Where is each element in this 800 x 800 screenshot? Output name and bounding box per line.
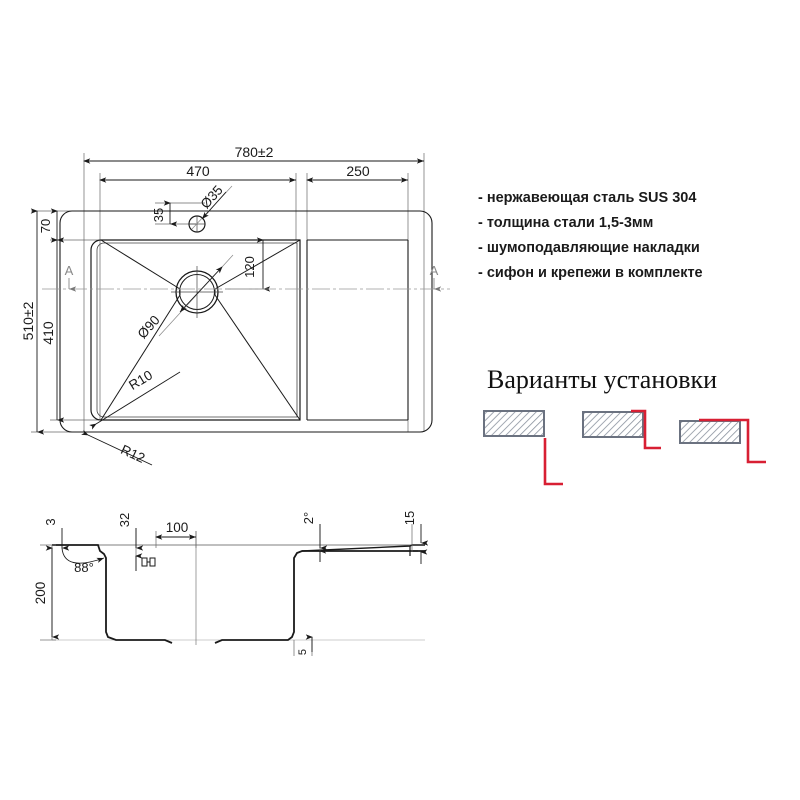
dimension-overall-width: 780±2 (83, 144, 424, 164)
label-overall-width: 780±2 (235, 144, 274, 160)
label-tap-offset: 35 (151, 208, 166, 222)
spec-item-material: - нержавеющая сталь SUS 304 (478, 190, 697, 206)
label-section-right: A (430, 263, 439, 278)
variant-undermount[interactable] (483, 410, 563, 486)
bowl-profile-left (52, 544, 173, 644)
variant-flush-mount[interactable] (582, 409, 661, 450)
dimension-tap-offset: 35 (151, 200, 178, 227)
label-top-margin: 70 (38, 219, 53, 233)
label-bowl-depth: 200 (33, 582, 48, 605)
dimension-drain-offset: 120 (242, 237, 271, 292)
bowl-opening-inner (96, 242, 298, 418)
label-edge-height: 15 (402, 511, 417, 525)
label-drain-offset: 120 (242, 256, 257, 278)
label-bowl-radius: R10 (126, 367, 155, 393)
section-view: 3 88° 200 32 (33, 511, 429, 656)
dimension-top-margin: 70 (38, 208, 65, 243)
label-tap-diameter: Ø35 (198, 182, 226, 211)
dimension-drainboard-width: 250 (306, 163, 408, 183)
section-witness-lines (40, 524, 413, 656)
variant-overmount-countertop (679, 420, 741, 444)
variant-overmount[interactable] (679, 418, 766, 464)
plan-view: 780±2 470 250 510±2 410 (20, 144, 450, 466)
installation-variants (483, 409, 766, 486)
spec-item-siphon: - сифон и крепежи в комплекте (478, 265, 703, 281)
spec-item-soundproofing: - шумоподавляющие накладки (478, 240, 700, 256)
sink-outer-plate (59, 210, 433, 433)
bowl-opening (90, 239, 301, 421)
dimension-wall-angle: 88° (61, 547, 105, 575)
label-tap-deck-width: 100 (166, 520, 189, 535)
dimension-edge-height: 15 (402, 511, 429, 564)
variants-title: Варианты установки (487, 365, 718, 394)
variant-undermount-countertop (483, 410, 545, 437)
variant-undermount-sink-line (543, 438, 563, 486)
label-drainboard-width: 250 (346, 163, 370, 179)
dimension-bowl-depth: 200 (33, 545, 60, 640)
label-outer-radius: R12 (119, 442, 148, 466)
spec-item-thickness: - толщина стали 1,5-3мм (478, 215, 654, 231)
bowl-slope-lines (100, 239, 301, 421)
dimension-bowl-height: 410 (40, 237, 65, 423)
label-drainboard-angle: 2° (301, 512, 316, 524)
section-mark-left: A (65, 263, 77, 292)
dimension-bowl-width: 470 (99, 163, 296, 183)
dimension-drainboard-step: 5 (297, 634, 313, 655)
dimension-tap-deck-offset: 32 (117, 513, 156, 571)
dimension-drainboard-angle: 2° (301, 512, 328, 562)
label-tap-deck-offset: 32 (117, 513, 132, 527)
label-bowl-width: 470 (186, 163, 210, 179)
label-rim-thickness: 3 (43, 518, 58, 525)
variant-flush-countertop (582, 411, 644, 438)
variant-overmount-sink-line (699, 418, 766, 464)
variant-flush-sink-line (631, 409, 661, 450)
witness-lines (31, 153, 425, 433)
label-overall-height: 510±2 (20, 301, 36, 340)
dimension-overall-height: 510±2 (20, 208, 45, 435)
drainboard-profile (214, 550, 425, 644)
leader-outer-radius: R12 (81, 429, 153, 466)
label-wall-angle: 88° (74, 560, 94, 575)
leader-tap-diameter: Ø35 (191, 182, 233, 230)
dimension-tap-deck-width: 100 (155, 520, 196, 540)
edge-detail (409, 546, 418, 556)
label-drainboard-step: 5 (297, 649, 309, 655)
label-bowl-height: 410 (40, 321, 56, 345)
leader-bowl-radius: R10 (89, 367, 181, 430)
dimension-rim-thickness: 3 (43, 518, 70, 551)
tap-deck-marker (141, 557, 156, 567)
specification-list: - нержавеющая сталь SUS 304 - толщина ст… (478, 186, 778, 286)
label-section-left: A (65, 263, 74, 278)
section-mark-right: A (430, 263, 442, 292)
drainboard-slope (301, 544, 425, 552)
leader-drain-diameter: Ø90 (135, 254, 234, 341)
label-drain-diameter: Ø90 (135, 312, 163, 341)
